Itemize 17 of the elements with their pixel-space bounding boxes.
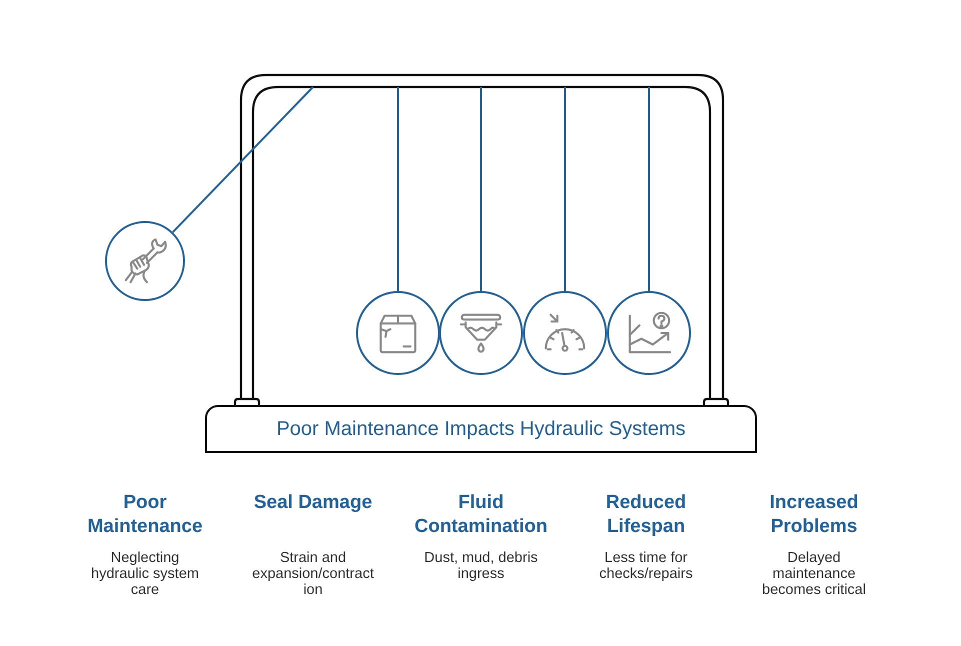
step-description: Dust, mud, debris ingress [423,550,539,582]
step-heading: Increased Problems [768,491,860,539]
step-description: Less time for checks/repairs [598,550,694,582]
step-heading: Reduced Lifespan [604,491,688,539]
step-description: Delayed maintenance becomes critical [761,550,867,598]
pendulum-string [648,87,650,291]
pendulum-string [172,86,314,233]
step-heading: Seal Damage [252,491,374,515]
step-heading: Fluid Contamination [414,491,548,539]
step-description: Neglecting hydraulic system care [90,550,200,598]
cradle-base [205,405,757,453]
pendulum-string [397,87,399,291]
step-heading: Poor Maintenance [86,491,204,539]
step-description: Strain and expansion/contraction [251,550,375,598]
pendulum-string [480,87,482,291]
cradle-title: Poor Maintenance Impacts Hydraulic Systems [276,417,686,441]
pendulum-string [564,87,566,291]
